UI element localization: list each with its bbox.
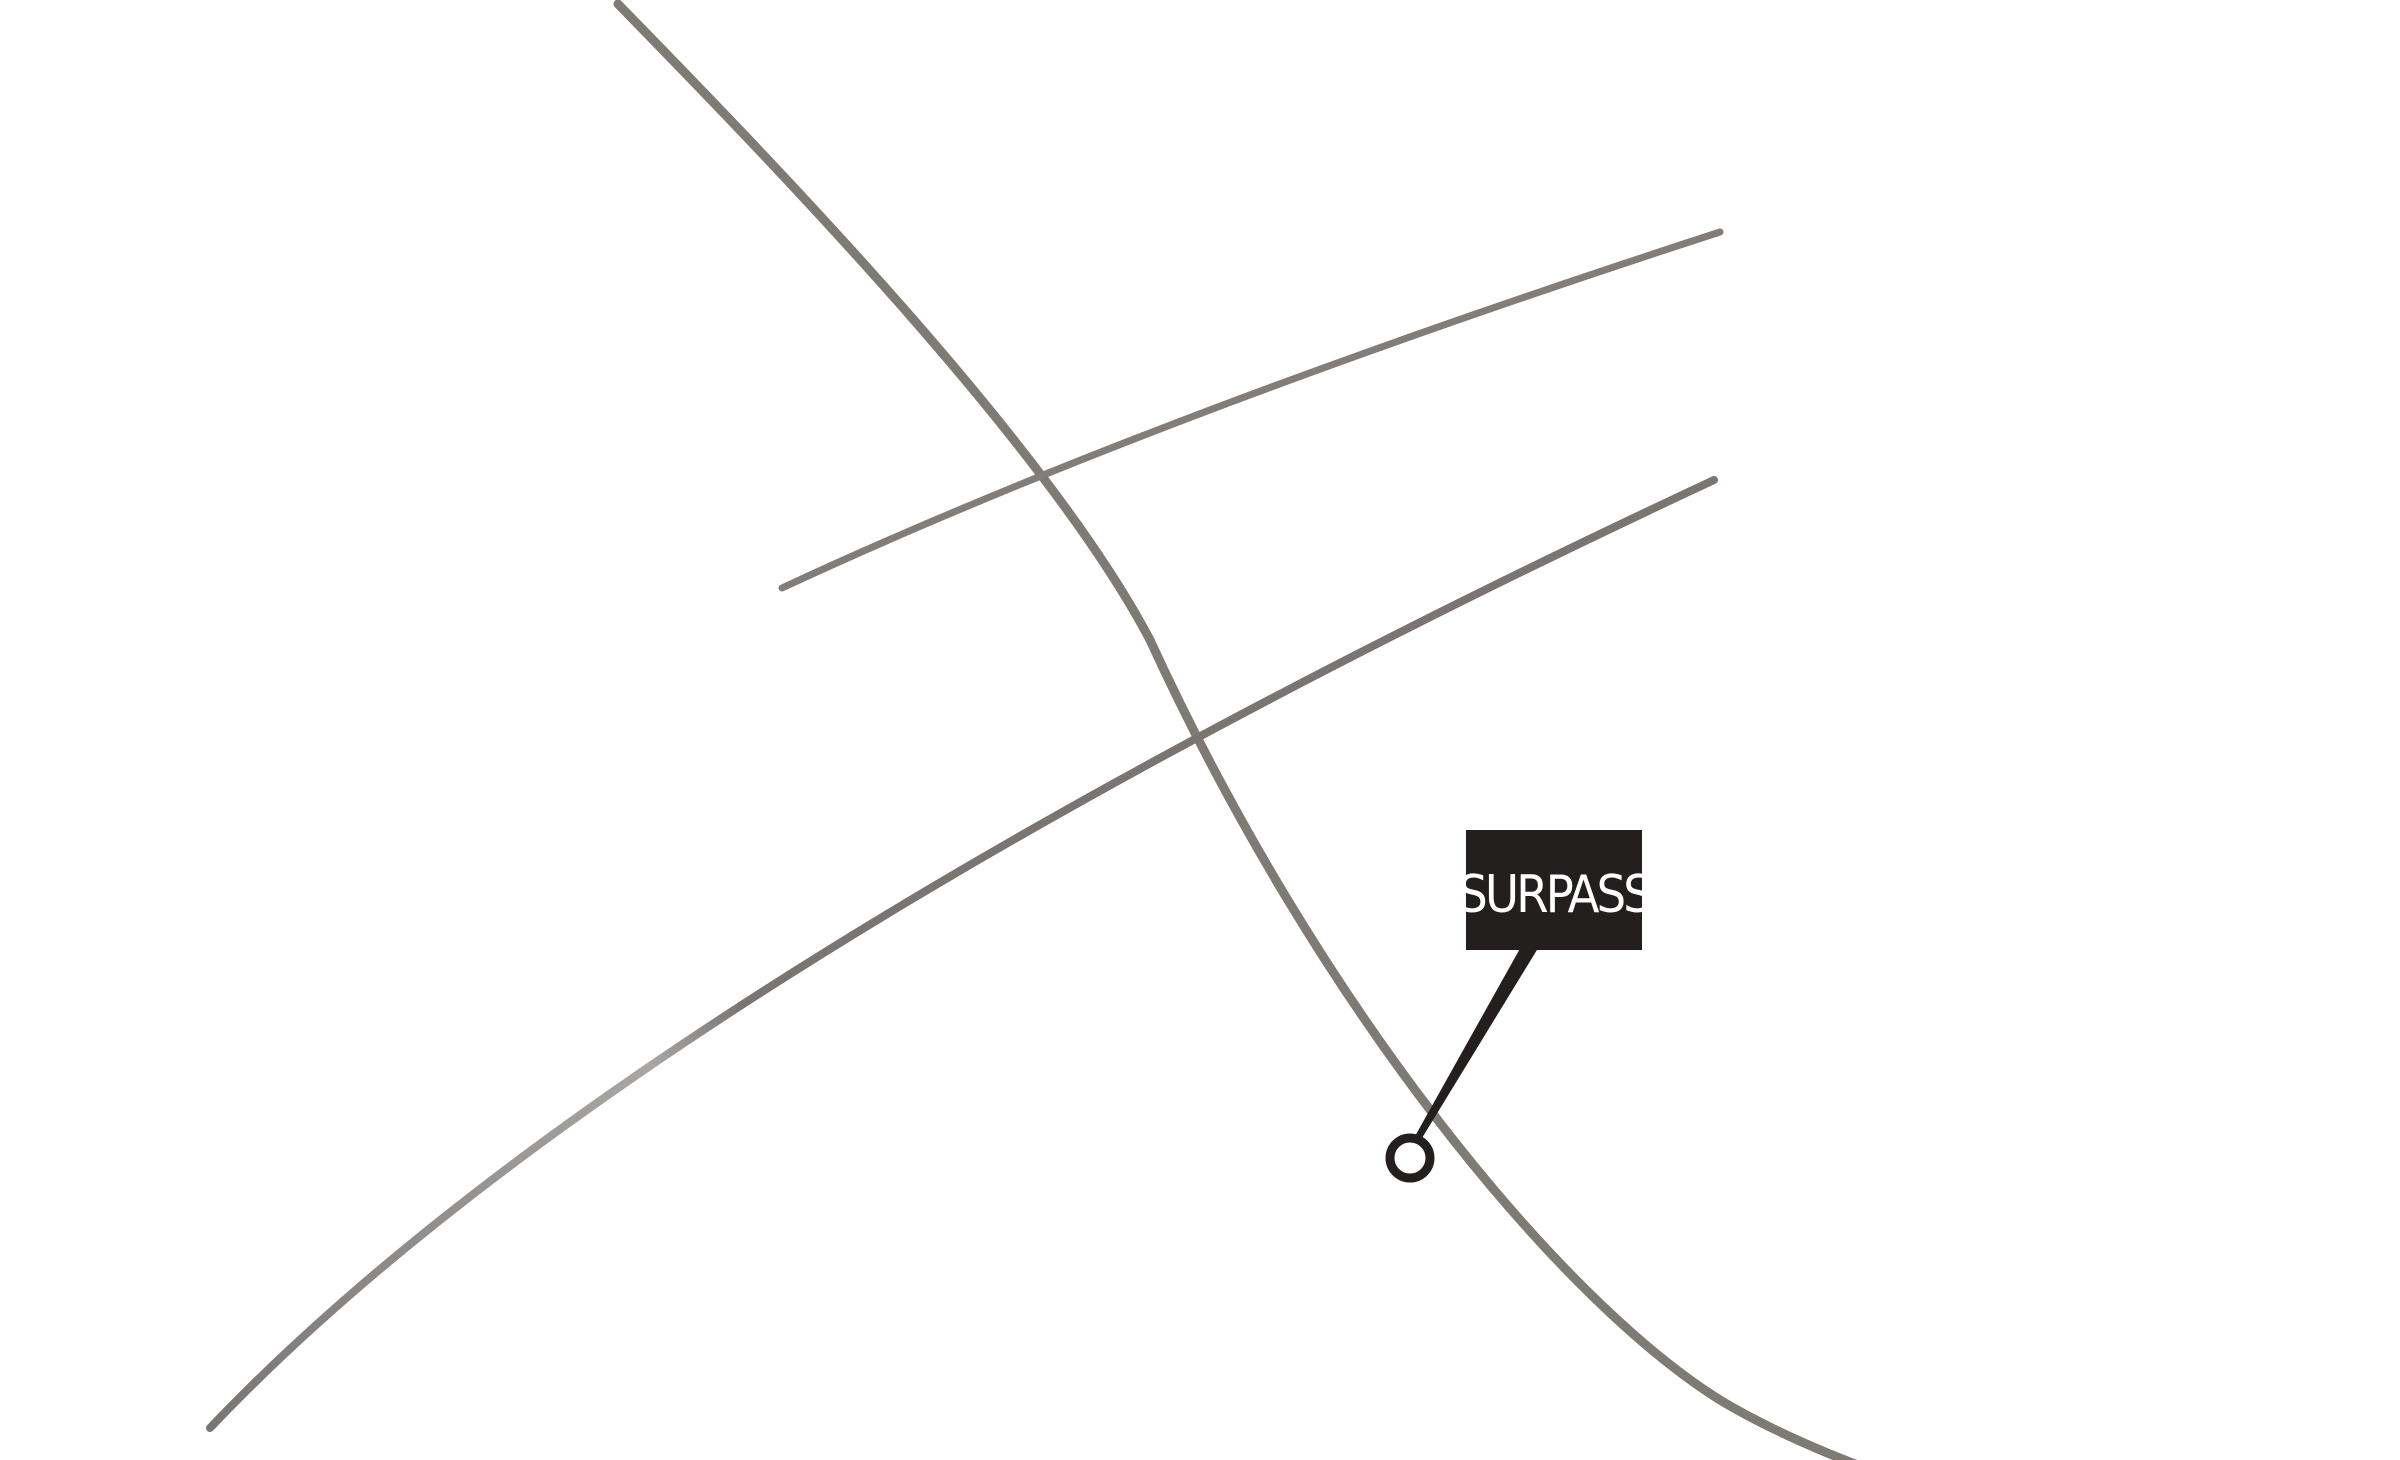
marker-label-box [1466,830,1642,950]
location-pin-icon [1385,1133,1435,1183]
road-upper-diagonal [778,228,1724,592]
road-lower-diagonal [206,476,1718,1432]
marker-pointer [1414,945,1540,1138]
marker-label: SURPASS [1458,865,1651,925]
road-diagonal-main [613,0,1858,1460]
location-marker[interactable]: SURPASS [1385,830,1654,1183]
